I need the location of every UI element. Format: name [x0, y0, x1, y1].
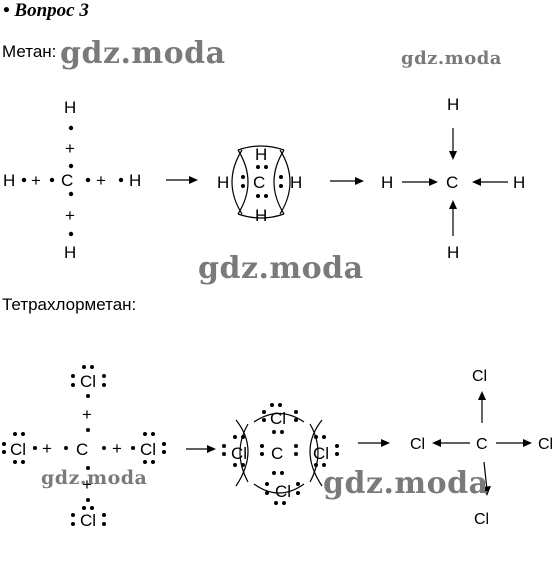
electron-dot [279, 175, 283, 179]
atom-cl-left: Cl [231, 444, 247, 463]
electron-dot [49, 177, 55, 183]
methane-electron-pairs: H H C H H [217, 145, 302, 225]
orbital-arc [279, 149, 291, 215]
atom-c: C [446, 173, 458, 192]
atom-h-left: H [3, 171, 15, 190]
plus-sign: + [31, 171, 41, 190]
orbital-arc [231, 149, 243, 215]
orbital-arc [237, 213, 285, 219]
electron-dot [21, 177, 27, 183]
atom-h-top: H [64, 98, 76, 117]
electron-dot [256, 165, 260, 169]
reaction-arrow [330, 177, 364, 185]
atom-cl-left: Cl [410, 436, 425, 453]
plus-sign: + [82, 405, 92, 424]
atom-cl-right: Cl [140, 440, 156, 459]
orbital-arc [237, 149, 249, 215]
electron-dot [86, 394, 90, 398]
atom-cl-top: Cl [80, 372, 96, 391]
electron-dot [279, 184, 283, 188]
atom-cl-top: Cl [270, 409, 286, 428]
electron-dot [241, 175, 245, 179]
electron-dot [68, 191, 74, 197]
electron-dot [264, 165, 268, 169]
electron-dot [86, 466, 90, 470]
atom-h-top: H [255, 145, 267, 164]
atom-h-bottom: H [64, 243, 76, 262]
atom-cl-right: Cl [538, 436, 553, 453]
reaction-arrow [186, 445, 216, 453]
methane-dot-formula: H + H + C + H + H [3, 98, 141, 262]
watermark: gdz.moda [41, 467, 148, 489]
plus-sign: + [65, 139, 75, 158]
electron-dot [131, 446, 135, 450]
atom-c: C [76, 440, 88, 459]
atom-h-right: H [129, 171, 141, 190]
atom-h-bottom: H [255, 206, 267, 225]
plus-sign: + [96, 171, 106, 190]
electron-dot [264, 194, 268, 198]
atom-h-bottom: H [447, 243, 459, 262]
atom-h-right: H [513, 173, 525, 192]
reaction-arrow [358, 439, 390, 447]
tetrachloromethane-label: Тетрахлорметан: [2, 295, 137, 314]
electron-dot [86, 498, 90, 502]
watermark: gdz.moda [323, 466, 489, 501]
watermark: gdz.moda [198, 251, 364, 286]
ccl4-electron-pairs: Cl Cl C Cl Cl [222, 403, 339, 505]
question-heading: • Вопрос 3 [3, 0, 89, 21]
atom-c: C [476, 436, 488, 453]
atom-cl-bottom: Cl [275, 482, 291, 501]
electron-dot [33, 446, 37, 450]
electron-dot [85, 177, 91, 183]
electron-dot [68, 163, 74, 169]
atom-c: C [61, 171, 73, 190]
atom-h-left: H [381, 173, 393, 192]
ccl4-dot-formula: Cl + Cl + C + [2, 365, 166, 530]
electron-dot [256, 194, 260, 198]
atom-c: C [253, 173, 265, 192]
electron-dot [102, 446, 106, 450]
atom-h-left: H [217, 173, 229, 192]
atom-h-right: H [290, 173, 302, 192]
plus-sign: + [65, 206, 75, 225]
electron-dot [86, 428, 90, 432]
plus-sign: + [112, 439, 122, 458]
electron-dot [64, 446, 68, 450]
atom-cl-right: Cl [313, 444, 329, 463]
atom-cl-bottom: Cl [80, 511, 96, 530]
atom-c: C [271, 444, 283, 463]
electron-dot [241, 184, 245, 188]
atom-cl-top: Cl [472, 368, 487, 385]
atom-cl-left: Cl [10, 440, 26, 459]
orbital-arc [237, 145, 285, 151]
atom-cl-bottom: Cl [474, 511, 489, 528]
plus-sign: + [42, 439, 52, 458]
electron-dot [68, 125, 74, 131]
watermark: gdz.moda [401, 48, 502, 69]
reaction-arrow [166, 176, 198, 184]
electron-dot [68, 231, 74, 237]
orbital-arc [273, 149, 285, 215]
atom-h-top: H [447, 95, 459, 114]
methane-label: Метан: [2, 42, 57, 61]
watermark: gdz.moda [60, 36, 226, 71]
ccl4-structural-formula: Cl Cl C Cl Cl [410, 368, 553, 528]
methane-structural-formula: H H C H H [381, 95, 525, 262]
electron-dot [118, 177, 124, 183]
plus-sign: + [82, 475, 92, 494]
